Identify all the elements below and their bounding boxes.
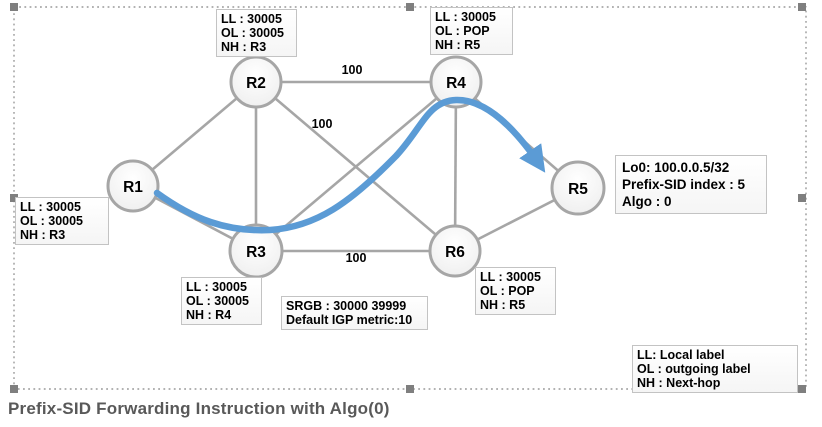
node-label-r3: R3 — [246, 244, 266, 261]
node-circle-r2[interactable] — [229, 55, 283, 109]
label-line: NH : Next-hop — [637, 376, 721, 390]
metric-label-r3-r6: 100 — [346, 251, 367, 265]
label-line: LL: Local label — [637, 348, 725, 362]
label-line: NH : R3 — [221, 40, 267, 54]
label-line: OL : 30005 — [20, 214, 84, 228]
node-r2[interactable]: R2 — [229, 55, 283, 109]
label-line: NH : R5 — [480, 298, 526, 312]
label-box-srgb[interactable]: SRGB : 30000 39999 Default IGP metric:10 — [281, 296, 428, 330]
node-r5[interactable]: R5 — [550, 160, 606, 216]
metric-label-r2-r6: 100 — [312, 117, 333, 131]
forwarding-path-arrow — [153, 96, 546, 234]
selection-handle-ne[interactable] — [798, 3, 806, 11]
node-circle-r4[interactable] — [429, 55, 483, 109]
label-box-r1-forwarding[interactable]: LL : 30005 OL : 30005 NH : R3 — [15, 197, 109, 245]
selection-handle-e[interactable] — [798, 194, 806, 202]
node-label-r6: R6 — [445, 244, 465, 261]
node-circle-r6[interactable] — [428, 224, 482, 278]
node-label-r1: R1 — [123, 179, 143, 196]
label-box-legend[interactable]: LL: Local label OL : outgoing label NH :… — [632, 345, 798, 393]
link-r3-r4 — [255, 81, 457, 252]
selection-handle-n[interactable] — [406, 3, 414, 11]
label-line: Prefix-SID index : 5 — [622, 177, 746, 192]
label-line: OL : outgoing label — [637, 362, 751, 376]
metric-label-r2-r4: 100 — [342, 63, 363, 77]
label-line: LL : 30005 — [221, 12, 282, 26]
node-circle-r5[interactable] — [550, 160, 606, 216]
node-label-r2: R2 — [246, 75, 266, 92]
link-r4-r6 — [453, 81, 458, 252]
label-box-r3-forwarding[interactable]: LL : 30005 OL : 30005 NH : R4 — [181, 277, 262, 325]
label-box-r4-forwarding[interactable]: LL : 30005 OL : POP NH : R5 — [430, 7, 513, 55]
label-line: LL : 30005 — [186, 280, 247, 294]
label-line: LL : 30005 — [480, 270, 541, 284]
label-line: NH : R5 — [435, 38, 481, 52]
link-r1-r2 — [132, 81, 257, 187]
label-line: OL : POP — [480, 284, 535, 298]
selection-handle-nw[interactable] — [10, 3, 18, 11]
label-line: OL : POP — [435, 24, 490, 38]
node-r4[interactable]: R4 — [429, 55, 483, 109]
selection-handle-w[interactable] — [10, 194, 18, 202]
label-box-r6-forwarding[interactable]: LL : 30005 OL : POP NH : R5 — [475, 267, 556, 315]
label-line: OL : 30005 — [186, 294, 250, 308]
selection-handle-s[interactable] — [406, 385, 414, 393]
label-box-r2-forwarding[interactable]: LL : 30005 OL : 30005 NH : R3 — [216, 9, 297, 57]
node-label-r4: R4 — [446, 75, 466, 92]
label-line: OL : 30005 — [221, 26, 285, 40]
label-line: NH : R4 — [186, 308, 232, 322]
node-r1[interactable]: R1 — [106, 159, 160, 213]
label-line: LL : 30005 — [20, 200, 81, 214]
selection-handle-se[interactable] — [798, 385, 806, 393]
label-line: LL : 30005 — [435, 10, 496, 24]
label-box-r5-prefix-sid[interactable]: Lo0: 100.0.0.5/32 Prefix-SID index : 5 A… — [615, 155, 767, 214]
label-line: Default IGP metric:10 — [286, 313, 413, 327]
links — [132, 80, 579, 253]
node-label-r5: R5 — [568, 181, 588, 198]
node-circle-r1[interactable] — [106, 159, 160, 213]
label-line: Lo0: 100.0.0.5/32 — [622, 160, 730, 175]
figure-caption: Prefix-SID Forwarding Instruction with A… — [8, 399, 390, 418]
selection-handle-sw[interactable] — [10, 385, 18, 393]
node-r6[interactable]: R6 — [428, 224, 482, 278]
label-line: Algo : 0 — [622, 194, 672, 209]
label-line: NH : R3 — [20, 228, 66, 242]
label-line: SRGB : 30000 39999 — [286, 299, 407, 313]
